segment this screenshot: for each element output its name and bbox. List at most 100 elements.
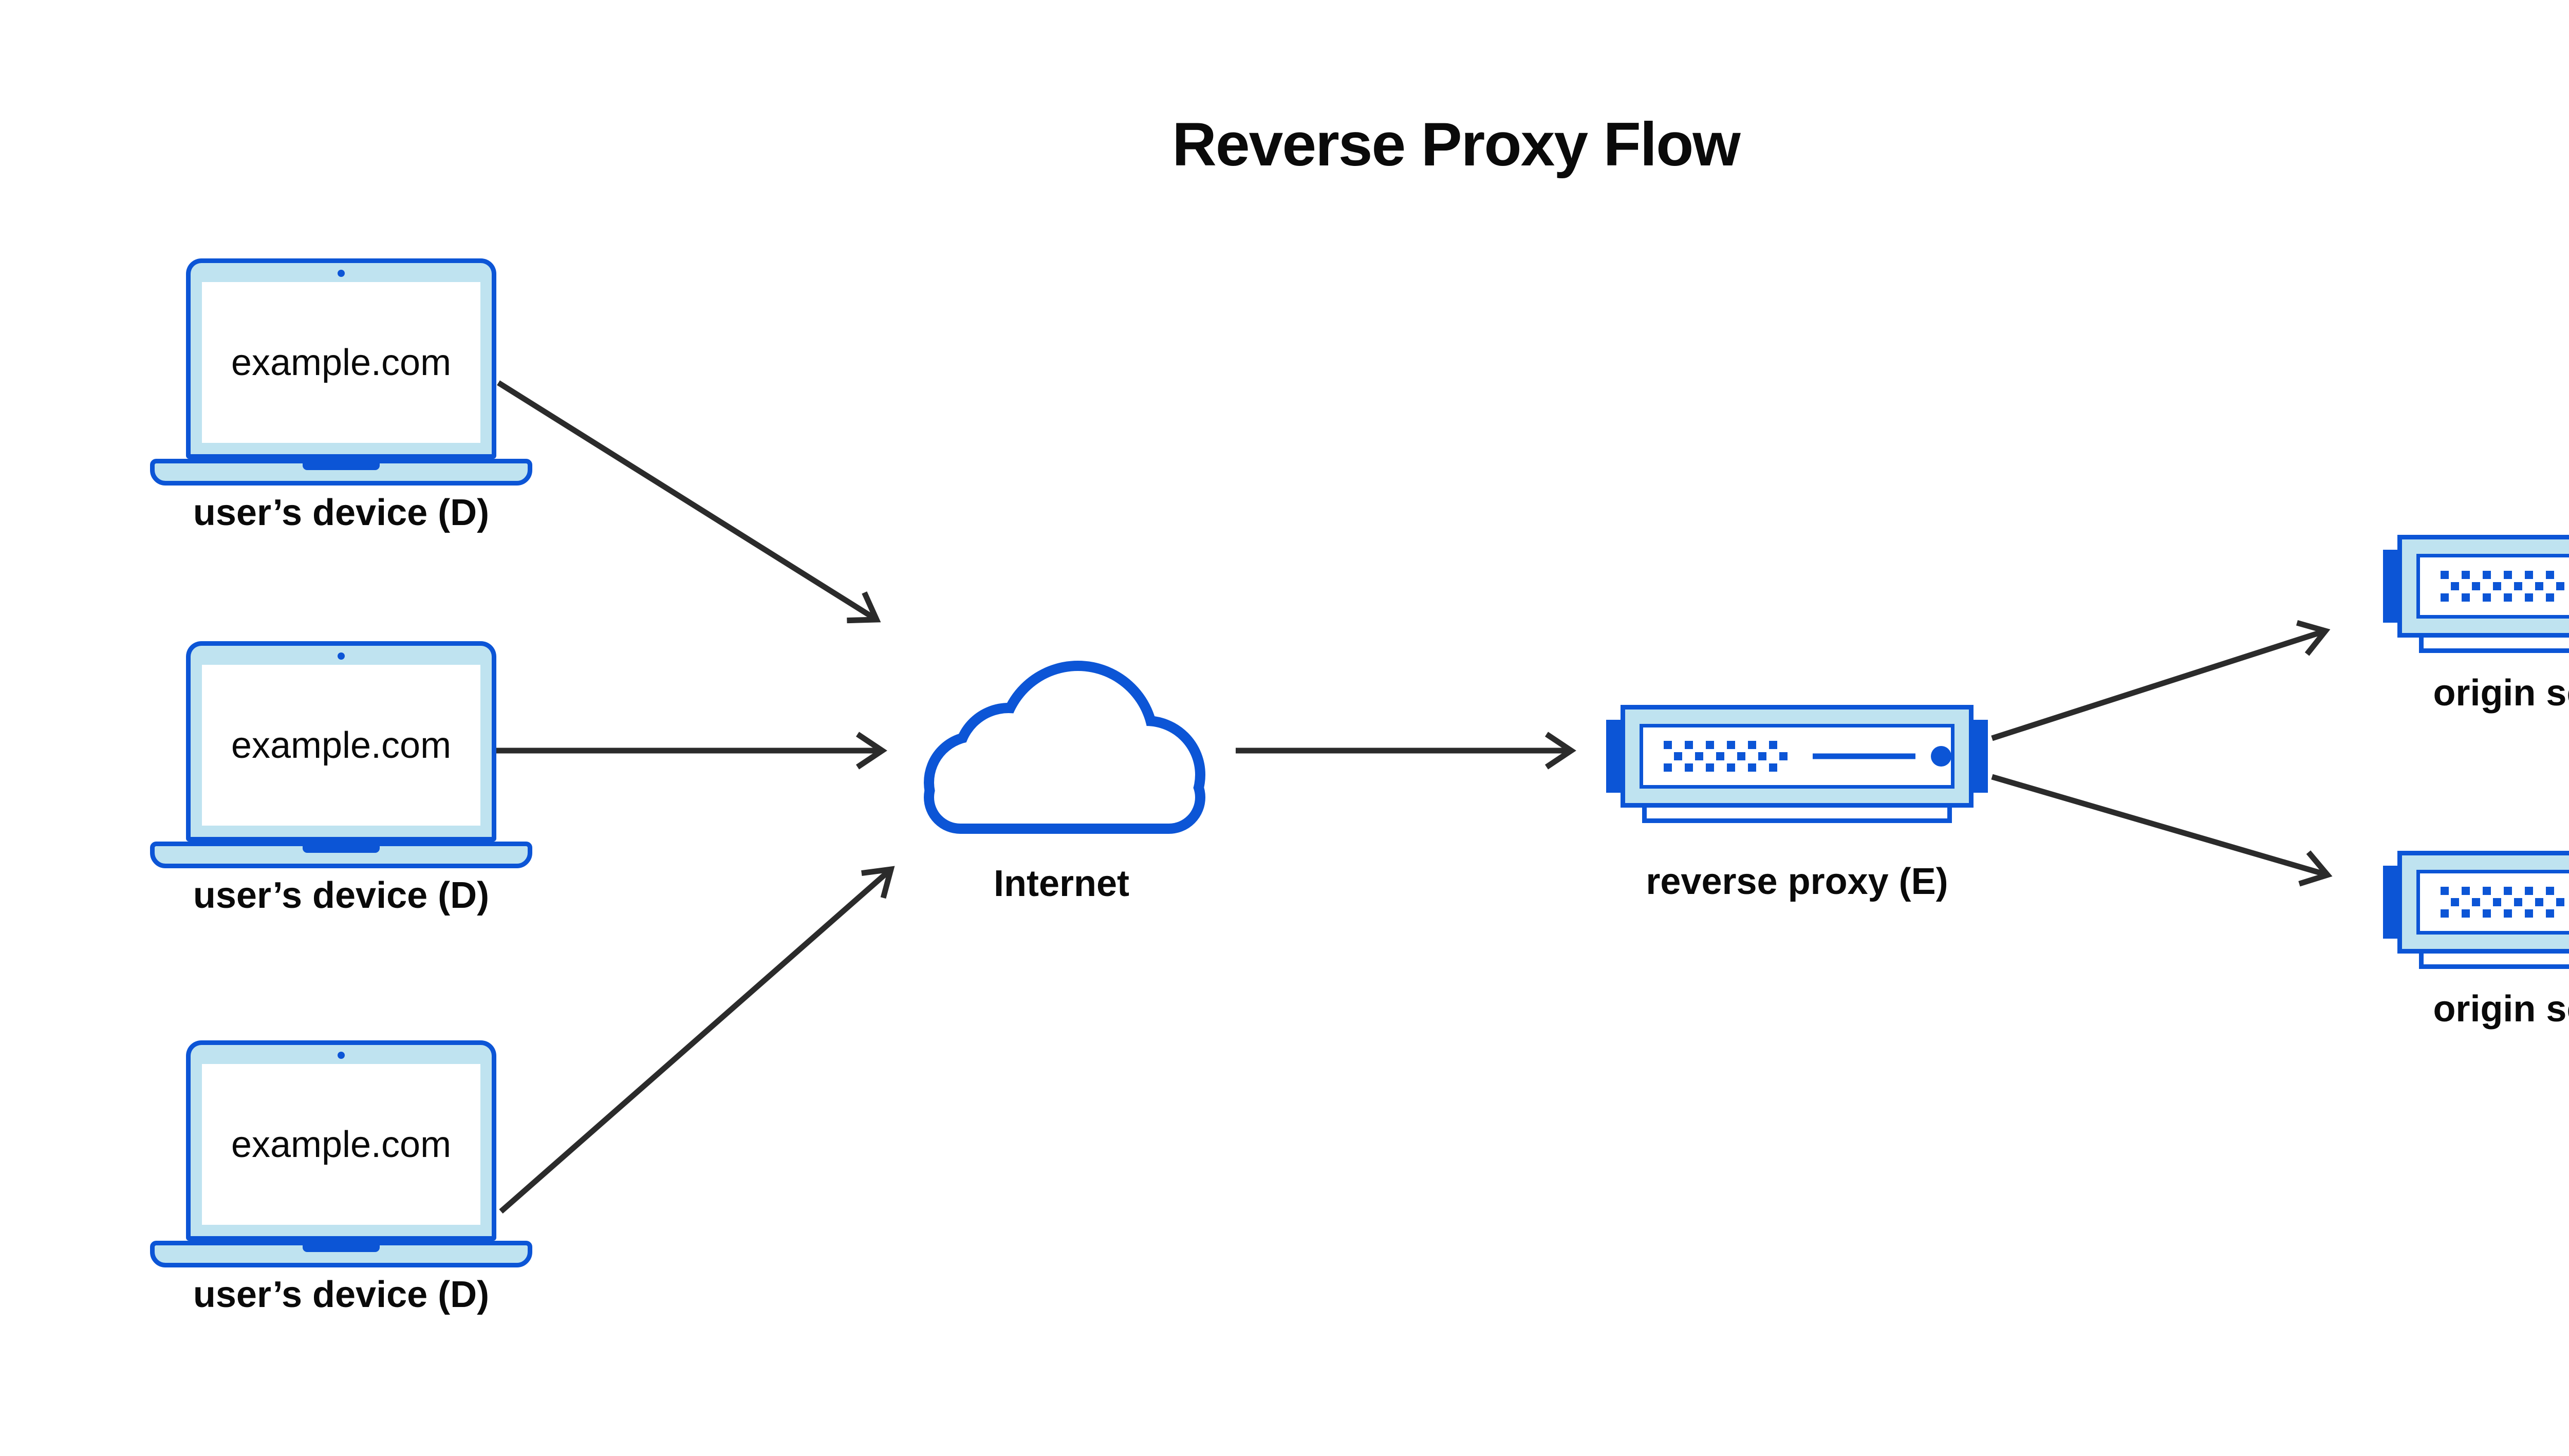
server-dot	[1748, 741, 1756, 749]
server-dot	[2525, 593, 2533, 602]
device-label: user’s device (D)	[193, 492, 490, 533]
arrow-user-device-1-to-internet	[497, 380, 881, 624]
server-dot	[2504, 593, 2512, 602]
server-dot	[2462, 571, 2470, 579]
origin-server-label: origin server (F)	[2433, 988, 2569, 1030]
server-dot	[1779, 752, 1788, 760]
server-dot	[2483, 909, 2491, 918]
server-dot	[2462, 593, 2470, 602]
device-screen-text: example.com	[231, 1124, 452, 1165]
laptop-screen: example.com	[186, 1040, 496, 1241]
server-dot	[1685, 741, 1693, 749]
server-dot	[2483, 887, 2491, 895]
laptop-notch	[303, 463, 380, 470]
server-dot	[1706, 741, 1714, 749]
arrow-reverse-proxy-to-origin-server-1	[1991, 620, 2331, 741]
server-panel	[2416, 870, 2569, 935]
server-dot	[2441, 571, 2449, 579]
node-reverse-proxy: reverse proxy (E)	[1606, 705, 1988, 902]
server-dot	[2493, 898, 2501, 906]
node-origin-server-1: origin server (F)	[2383, 535, 2569, 714]
laptop-display: example.com	[202, 1064, 480, 1225]
server-dot	[1685, 763, 1693, 772]
server-led-icon	[1931, 746, 1951, 767]
camera-dot-icon	[338, 1052, 345, 1059]
node-internet: Internet	[908, 643, 1215, 930]
laptop-display: example.com	[202, 665, 480, 826]
laptop-base	[150, 459, 532, 486]
node-origin-server-2: origin server (F)	[2383, 851, 2569, 1030]
server-dot	[2525, 909, 2533, 918]
server-dot	[1758, 752, 1766, 760]
server-dot	[2535, 898, 2543, 906]
server-icon	[1621, 705, 1974, 808]
server-dot	[2535, 582, 2543, 590]
server-dots	[2441, 571, 2569, 602]
laptop-notch	[303, 846, 380, 853]
server-dot	[1748, 763, 1756, 772]
server-dot	[1664, 741, 1672, 749]
server-dot	[2546, 887, 2554, 895]
node-user-device-3: example.com user’s device (D)	[150, 1040, 532, 1320]
server-dot	[2483, 571, 2491, 579]
server-dot	[2462, 909, 2470, 918]
camera-dot-icon	[338, 270, 345, 277]
server-dot	[1769, 763, 1777, 772]
server-dot	[2546, 909, 2554, 918]
cloud-icon	[924, 661, 1205, 834]
server-dots	[2441, 887, 2569, 918]
server-dot	[1674, 752, 1682, 760]
server-dot	[2451, 582, 2459, 590]
server-dot	[2472, 582, 2480, 590]
node-user-device-2: example.com user’s device (D)	[150, 641, 532, 921]
server-dot	[2493, 582, 2501, 590]
server-dot	[2441, 593, 2449, 602]
server-dot	[2546, 593, 2554, 602]
server-icon	[2397, 535, 2569, 638]
arrow-reverse-proxy-to-origin-server-2	[1991, 774, 2333, 887]
origin-server-label: origin server (F)	[2433, 673, 2569, 714]
server-dot	[2556, 582, 2564, 590]
server-dot	[2514, 582, 2522, 590]
laptop-base	[150, 842, 532, 868]
device-screen-text: example.com	[231, 724, 452, 766]
server-dot	[2441, 887, 2449, 895]
server-panel	[1640, 724, 1954, 789]
server-panel	[2416, 554, 2569, 619]
server-dot	[1769, 741, 1777, 749]
server-dot	[2504, 909, 2512, 918]
server-dot	[2462, 887, 2470, 895]
server-dot	[2556, 898, 2564, 906]
laptop-display: example.com	[202, 282, 480, 443]
server-slot-line	[1813, 753, 1915, 759]
server-dot	[1737, 752, 1745, 760]
device-label: user’s device (D)	[193, 875, 490, 916]
server-dot	[2451, 898, 2459, 906]
laptop-notch	[303, 1245, 380, 1252]
laptop-screen: example.com	[186, 641, 496, 842]
server-dot	[1716, 752, 1724, 760]
server-dot	[1727, 763, 1735, 772]
camera-dot-icon	[338, 652, 345, 660]
laptop-base	[150, 1241, 532, 1267]
arrow-user-device-3-to-internet	[499, 866, 895, 1214]
server-dot	[2472, 898, 2480, 906]
server-dot	[2504, 571, 2512, 579]
server-dot	[1706, 763, 1714, 772]
server-dot	[2441, 909, 2449, 918]
server-dot	[2504, 887, 2512, 895]
device-screen-text: example.com	[231, 342, 452, 383]
server-dot	[2514, 898, 2522, 906]
server-dots	[1664, 741, 1797, 772]
laptop-screen: example.com	[186, 258, 496, 459]
reverse-proxy-label: reverse proxy (E)	[1646, 861, 1948, 902]
server-icon	[2397, 851, 2569, 954]
internet-label: Internet	[993, 863, 1130, 904]
diagram-title: Reverse Proxy Flow	[1172, 110, 1741, 179]
server-dot	[2525, 887, 2533, 895]
server-dot	[1664, 763, 1672, 772]
server-dot	[2483, 593, 2491, 602]
device-label: user’s device (D)	[193, 1274, 490, 1315]
